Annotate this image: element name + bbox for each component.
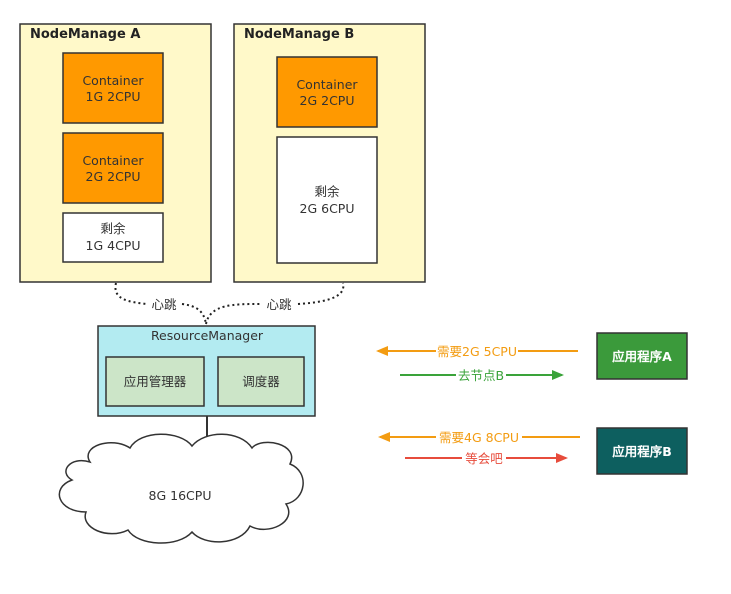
container-label: Container <box>296 77 358 92</box>
app-b-box <box>596 427 688 475</box>
scheduler-box: 调度器 <box>217 356 305 407</box>
app-a-request-label: 需要2G 5CPU <box>437 344 517 359</box>
app-manager-label: 应用管理器 <box>124 374 187 389</box>
cluster-cloud: 8G 16CPU <box>58 433 304 544</box>
heartbeat-label-a: 心跳 <box>151 297 177 312</box>
container-resources: 1G 2CPU <box>86 89 141 104</box>
app-a-box <box>596 332 688 380</box>
scheduler-label: 调度器 <box>242 374 280 389</box>
container-resources: 2G 2CPU <box>300 93 355 108</box>
app-a-flow: 需要2G 5CPU 去节点B 应用程序A <box>376 332 688 383</box>
node-manage-b: NodeManage B Container 2G 2CPU 剩余 2G 6CP… <box>233 23 426 283</box>
container-resources: 2G 2CPU <box>86 169 141 184</box>
node-manage-a: NodeManage A Container 1G 2CPU Container… <box>19 23 212 283</box>
node-a-title: NodeManage A <box>30 27 140 42</box>
heartbeat-label-b: 心跳 <box>266 297 292 312</box>
node-b-title: NodeManage B <box>244 27 354 42</box>
app-b-label: 应用程序B <box>612 444 672 459</box>
app-b-flow: 需要4G 8CPU 等会吧 应用程序B <box>378 427 688 475</box>
app-b-response-label: 等会吧 <box>465 451 503 466</box>
node-a-container-1: Container 1G 2CPU <box>62 52 164 124</box>
remaining-resources: 2G 6CPU <box>300 201 355 216</box>
container-label: Container <box>82 153 144 168</box>
container-label: Container <box>82 73 144 88</box>
app-a-label: 应用程序A <box>612 349 672 364</box>
resource-manager: ResourceManager 应用管理器 调度器 <box>97 325 316 417</box>
resource-manager-title: ResourceManager <box>151 328 264 343</box>
heartbeat-connectors: 心跳 心跳 <box>114 282 345 325</box>
remaining-label: 剩余 <box>314 184 340 199</box>
node-b-container-1: Container 2G 2CPU <box>276 56 378 128</box>
app-manager-box: 应用管理器 <box>105 356 205 407</box>
node-b-remaining: 剩余 2G 6CPU <box>276 136 378 264</box>
app-b-request-label: 需要4G 8CPU <box>439 430 519 445</box>
app-a-response-label: 去节点B <box>458 368 504 383</box>
cloud-label: 8G 16CPU <box>149 488 212 503</box>
node-a-container-2: Container 2G 2CPU <box>62 132 164 204</box>
remaining-label: 剩余 <box>100 221 126 236</box>
remaining-resources: 1G 4CPU <box>86 238 141 253</box>
node-a-remaining: 剩余 1G 4CPU <box>62 212 164 263</box>
